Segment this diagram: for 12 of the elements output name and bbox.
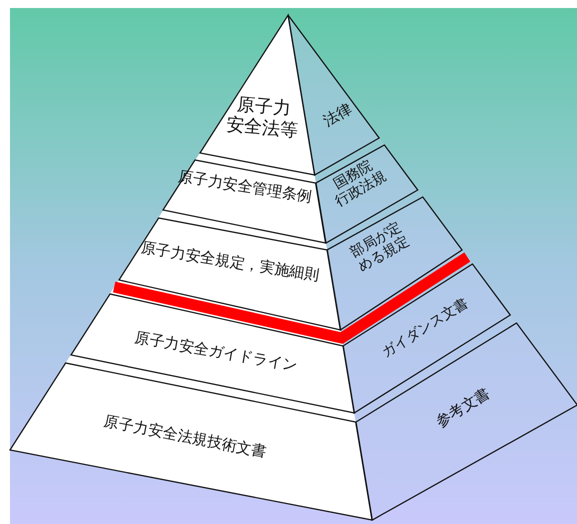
tier-label: 法律 <box>320 100 356 130</box>
tier-label: 国務院行政法規 <box>330 156 390 210</box>
pyramid-front-tier <box>118 218 340 330</box>
tier-label: 参考文書 <box>432 384 493 432</box>
pyramid-front-tier <box>70 294 354 413</box>
tier-label: 原子力安全規定，実施細則 <box>140 239 320 285</box>
tier-label: 原子力安全法等 <box>225 94 300 142</box>
tier-label: 原子力安全ガイドライン <box>133 329 299 375</box>
tier-label: 原子力安全法規技術文書 <box>102 412 268 462</box>
tier-label: 部局が定める規定 <box>348 219 412 275</box>
pyramid-front-tier <box>163 160 326 243</box>
tier-label: ガイダンス文書 <box>379 295 471 361</box>
